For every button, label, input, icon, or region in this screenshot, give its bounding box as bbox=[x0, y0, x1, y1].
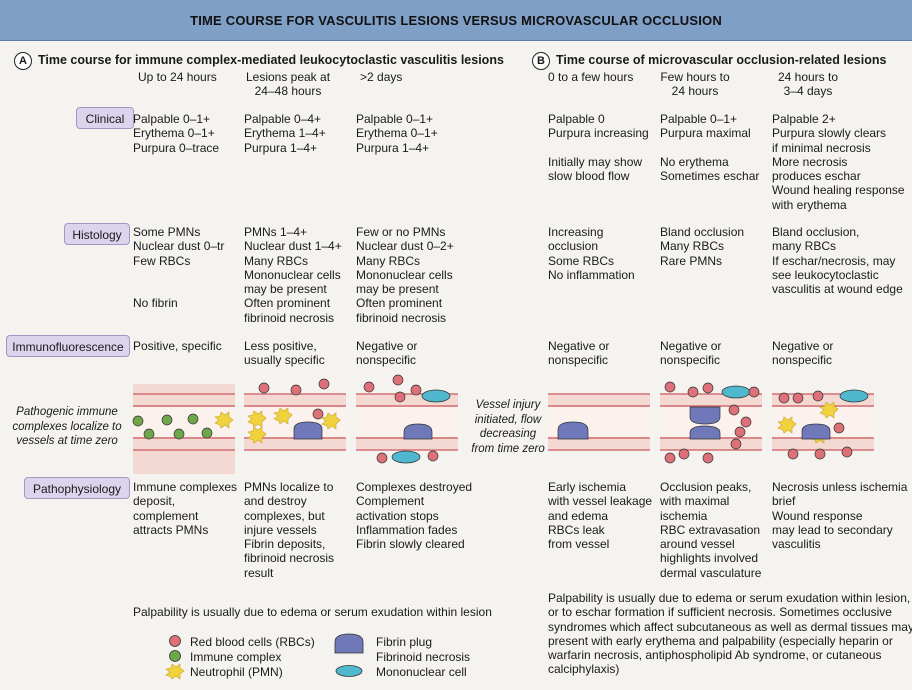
a-histology-2: PMNs 1–4+ Nuclear dust 1–4+ Many RBCs Mo… bbox=[244, 225, 342, 325]
b-clinical-2: Palpable 0–1+ Purpura maximal No erythem… bbox=[660, 112, 760, 184]
b-clinical-3: Palpable 2+ Purpura slowly clears if min… bbox=[772, 112, 905, 212]
legend-mono: Mononuclear cell bbox=[376, 665, 467, 679]
section-b-title-text: Time course of microvascular occlusion-r… bbox=[556, 53, 887, 67]
a-clinical-3: Palpable 0–1+ Erythema 0–1+ Purpura 1–4+ bbox=[356, 112, 438, 155]
b-time-3: 24 hours to 3–4 days bbox=[777, 70, 839, 99]
section-a-title: A Time course for immune complex-mediated… bbox=[14, 52, 504, 70]
section-b-badge: B bbox=[532, 52, 550, 70]
a-clinical-1: Palpable 0–1+ Erythema 0–1+ Purpura 0–tr… bbox=[133, 112, 220, 155]
b-immuno-1: Negative or nonspecific bbox=[548, 339, 610, 368]
a-immuno-2: Less positive, usually specific bbox=[244, 339, 325, 368]
a-time-2: Lesions peak at 24–48 hours bbox=[245, 70, 331, 99]
b-footnote: Palpability is usually due to edema or s… bbox=[548, 591, 912, 677]
a-immuno-3: Negative or nonspecific bbox=[356, 339, 418, 368]
row-label-histology: Histology bbox=[64, 223, 130, 245]
figure-title: TIME COURSE FOR VASCULITIS LESIONS VERSU… bbox=[190, 12, 722, 28]
a-immuno-1: Positive, specific bbox=[133, 339, 222, 353]
a-patho-3: Complexes destroyed Complement activatio… bbox=[356, 480, 473, 552]
row-label-clinical: Clinical bbox=[76, 107, 134, 129]
a-vessel-panel-1 bbox=[132, 384, 235, 474]
b-vessel-panel-2 bbox=[660, 381, 762, 464]
b-patho-3: Necrosis unless ischemia brief Wound res… bbox=[772, 480, 908, 552]
b-patho-2: Occlusion peaks, with maximal ischemia R… bbox=[660, 480, 762, 580]
neutrophil-icon bbox=[165, 663, 185, 680]
b-histology-3: Bland occlusion, many RBCs If eschar/nec… bbox=[772, 225, 903, 297]
b-patho-1: Early ischemia with vessel leakage and e… bbox=[548, 480, 653, 552]
mononuclear-cell-icon bbox=[335, 665, 363, 677]
b-immuno-3: Negative or nonspecific bbox=[772, 339, 834, 368]
figure-header: TIME COURSE FOR VASCULITIS LESIONS VERSU… bbox=[0, 0, 912, 41]
a-side-note: Pathogenic immune complexes localize to … bbox=[12, 406, 122, 447]
immune-complex-icon bbox=[169, 650, 181, 662]
b-vessel-panel-1 bbox=[548, 393, 650, 451]
a-patho-1: Immune complexes deposit, complement att… bbox=[133, 480, 238, 537]
rbc-icon bbox=[169, 635, 181, 647]
a-time-3: >2 days bbox=[360, 70, 403, 84]
legend-fibrin: Fibrin plug bbox=[376, 635, 433, 649]
b-vessel-panel-3 bbox=[772, 389, 874, 460]
b-immuno-2: Negative or nonspecific bbox=[660, 339, 722, 368]
fibrin-plug-icon bbox=[334, 633, 364, 654]
a-footnote: Palpability is usually due to edema or s… bbox=[133, 605, 492, 619]
a-time-1: Up to 24 hours bbox=[138, 70, 217, 84]
legend-rbc: Red blood cells (RBCs) bbox=[190, 635, 315, 649]
b-histology-2: Bland occlusion Many RBCs Rare PMNs bbox=[660, 225, 745, 268]
legend-neutrophil: Neutrophil (PMN) bbox=[190, 665, 283, 679]
a-clinical-2: Palpable 0–4+ Erythema 1–4+ Purpura 1–4+ bbox=[244, 112, 326, 155]
b-time-1: 0 to a few hours bbox=[548, 70, 634, 84]
b-clinical-1: Palpable 0 Purpura increasing Initially … bbox=[548, 112, 649, 184]
section-a-badge: A bbox=[14, 52, 32, 70]
b-side-note: Vessel injury initiated, flow decreasing… bbox=[471, 399, 545, 455]
a-patho-2: PMNs localize to and destroy complexes, … bbox=[244, 480, 335, 580]
row-label-pathophysiology: Pathophysiology bbox=[24, 477, 130, 499]
a-histology-3: Few or no PMNs Nuclear dust 0–2+ Many RB… bbox=[356, 225, 454, 325]
a-vessel-panel-2 bbox=[244, 378, 346, 451]
legend-fibrinoid: Fibrinoid necrosis bbox=[376, 650, 471, 664]
a-histology-1: Some PMNs Nuclear dust 0–tr Few RBCs No … bbox=[133, 225, 225, 311]
section-b-title: B Time course of microvascular occlusion-… bbox=[532, 52, 886, 70]
legend-immune: Immune complex bbox=[190, 650, 282, 664]
row-label-immunofluorescence: Immunofluorescence bbox=[6, 335, 130, 357]
b-histology-1: Increasing occlusion Some RBCs No inflam… bbox=[548, 225, 635, 282]
b-time-2: Few hours to 24 hours bbox=[660, 70, 730, 99]
a-vessel-panel-3 bbox=[356, 374, 458, 464]
section-a-title-text: Time course for immune complex-mediated … bbox=[38, 53, 504, 67]
